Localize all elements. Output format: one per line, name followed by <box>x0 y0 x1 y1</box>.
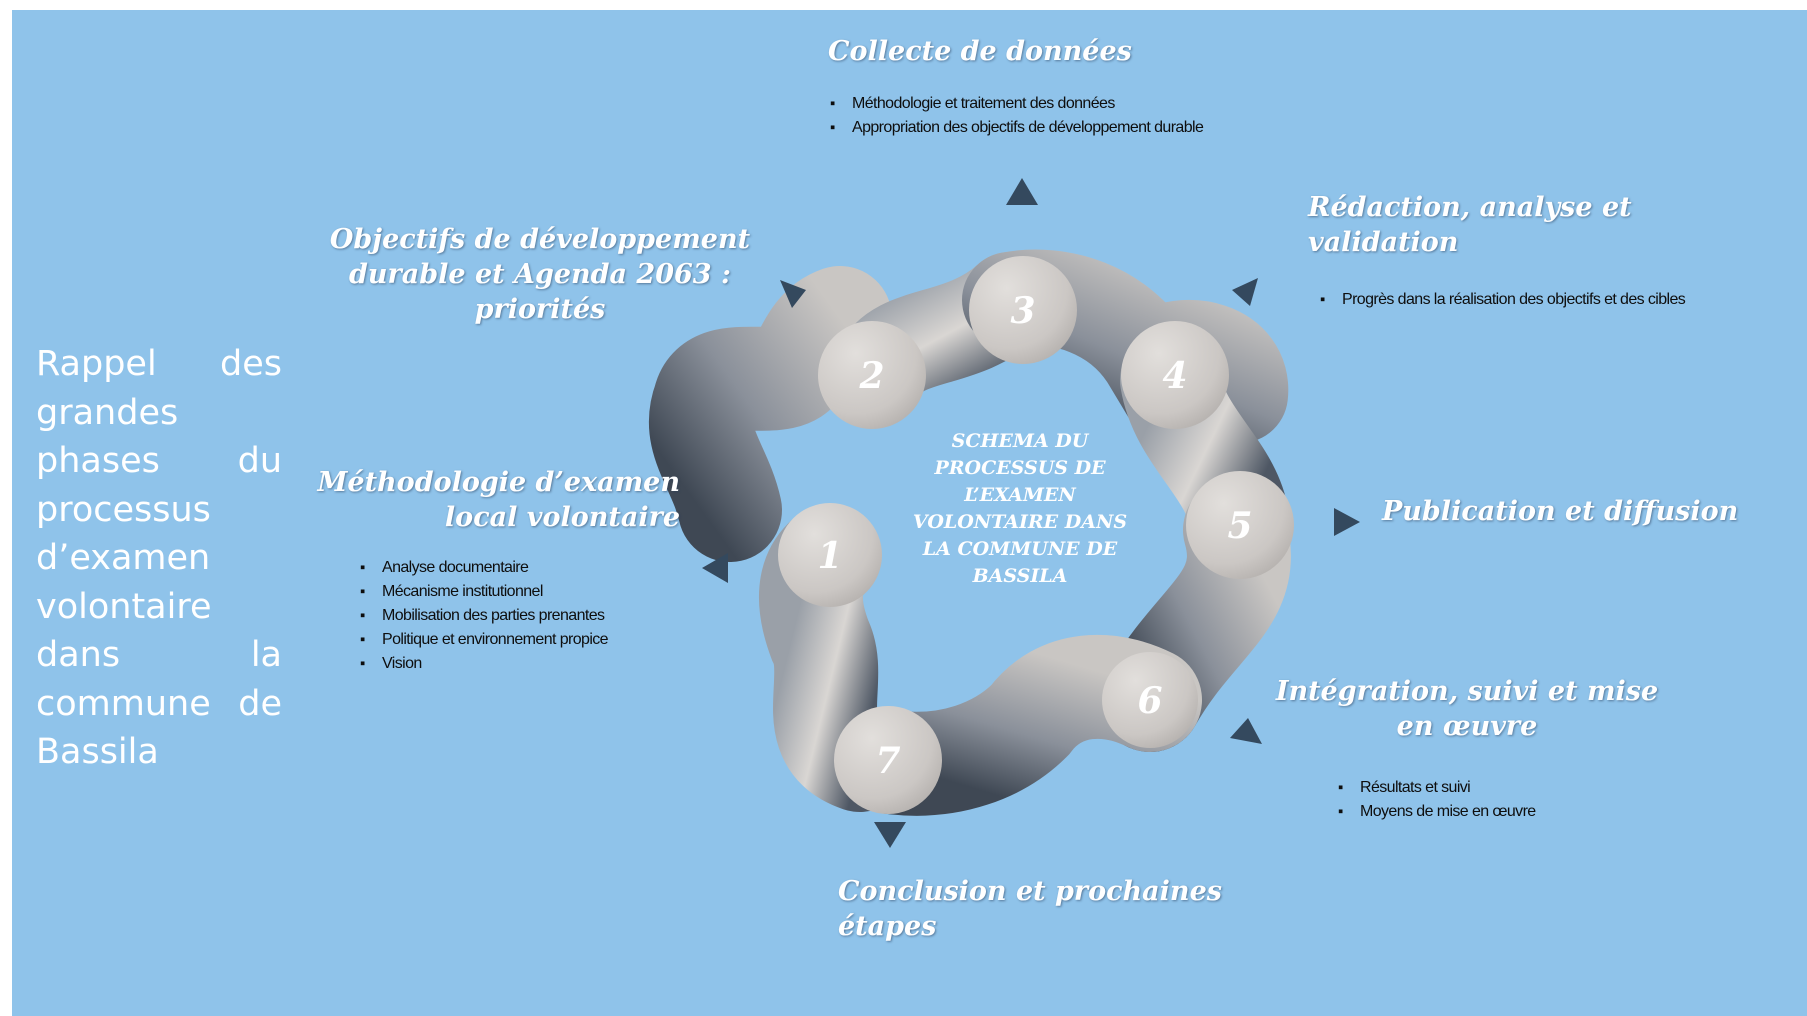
node-3-number: 3 <box>1010 290 1035 332</box>
side-title: Rappel des grandes phases du processus d… <box>36 344 282 772</box>
node-1-number: 1 <box>817 535 842 577</box>
phase-publication-title: Publication et diffusion <box>1382 496 1739 527</box>
arrow-integration-icon <box>1230 718 1262 744</box>
node-3: 3 <box>969 256 1077 364</box>
phase-objectifs-title: Objectifs de développement durable et Ag… <box>329 224 751 325</box>
node-6-number: 6 <box>1137 680 1162 722</box>
list-item: Appropriation des objectifs de développe… <box>826 116 1256 140</box>
node-6: 6 <box>1102 652 1198 748</box>
phase-redaction-list: Progrès dans la réalisation des objectif… <box>1316 288 1706 312</box>
phase-conclusion-title: Conclusion et prochaines étapes <box>838 876 1222 942</box>
node-5-number: 5 <box>1227 505 1252 547</box>
phase-integration-title: Intégration, suivi et mise en œuvre <box>1275 676 1659 742</box>
list-item: Moyens de mise en œuvre <box>1334 800 1654 824</box>
phase-methodologie-list: Analyse documentaire Mécanisme instituti… <box>356 556 686 676</box>
node-5: 5 <box>1186 471 1294 579</box>
list-item: Mobilisation des parties prenantes <box>356 604 686 628</box>
list-item: Politique et environnement propice <box>356 628 686 652</box>
node-7-number: 7 <box>875 740 900 782</box>
center-title: SCHEMA DU PROCESSUS DE L’EXAMEN VOLONTAI… <box>912 430 1128 587</box>
phase-methodologie-title: Méthodologie d’examen local volontaire <box>317 467 680 533</box>
phase-integration-list: Résultats et suivi Moyens de mise en œuv… <box>1334 776 1654 824</box>
node-2-number: 2 <box>858 355 884 397</box>
arrow-objectifs-icon <box>780 280 806 308</box>
arrow-conclusion-icon <box>874 822 906 848</box>
arrow-methodologie-icon <box>702 553 728 583</box>
arrow-publication-icon <box>1334 508 1360 536</box>
link-1-2 <box>648 266 892 562</box>
phase-redaction-title: Rédaction, analyse et validation <box>1308 192 1632 258</box>
list-item: Vision <box>356 652 686 676</box>
arrow-redaction-icon <box>1232 278 1258 306</box>
phase-collecte-list: Méthodologie et traitement des données A… <box>826 92 1256 140</box>
slide-background <box>12 10 1807 1016</box>
node-1: 1 <box>778 503 882 607</box>
list-item: Analyse documentaire <box>356 556 686 580</box>
list-item: Résultats et suivi <box>1334 776 1654 800</box>
list-item: Mécanisme institutionnel <box>356 580 686 604</box>
node-4: 4 <box>1121 321 1229 429</box>
list-item: Progrès dans la réalisation des objectif… <box>1316 288 1706 312</box>
node-4-number: 4 <box>1162 355 1187 397</box>
node-7: 7 <box>834 706 942 814</box>
list-item: Méthodologie et traitement des données <box>826 92 1256 116</box>
node-2: 2 <box>818 321 926 429</box>
phase-collecte-title: Collecte de données <box>828 36 1132 67</box>
arrow-collecte-icon <box>1006 178 1038 205</box>
